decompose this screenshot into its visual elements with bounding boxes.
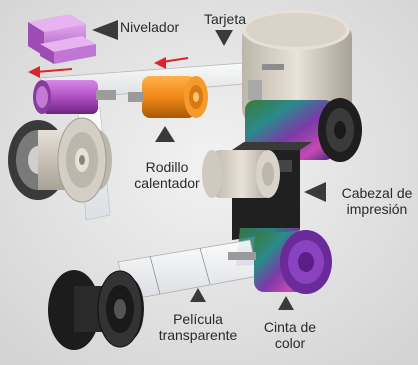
color-ribbon-spool	[228, 230, 332, 294]
arrow-cabezal	[304, 182, 326, 202]
nivelador-block	[28, 14, 96, 64]
label-cabezal-impresion: Cabezal de impresión	[341, 185, 413, 217]
red-arrow-center	[154, 57, 189, 69]
label-cinta-color: Cinta de color	[263, 319, 317, 351]
arrow-tarjeta	[215, 30, 233, 46]
label-tarjeta: Tarjeta	[203, 11, 247, 27]
label-nivelador: Nivelador	[120, 19, 180, 35]
purple-roller	[33, 80, 116, 114]
left-spool	[8, 117, 112, 203]
guide-pin-mid	[248, 80, 262, 100]
arrow-cinta	[278, 296, 294, 310]
arrow-pelicula	[190, 288, 206, 302]
label-rodillo-calentador: Rodillo calentador	[134, 159, 200, 191]
film-take-up-spool	[48, 270, 144, 350]
guide-pin-top	[262, 64, 284, 70]
arrow-rodillo	[155, 126, 175, 142]
label-pelicula-transparente: Película transparente	[158, 311, 238, 343]
heater-roller	[128, 76, 208, 118]
grey-cylinder	[202, 150, 280, 198]
red-arrow-left	[28, 66, 73, 78]
arrow-nivelador	[92, 20, 118, 40]
